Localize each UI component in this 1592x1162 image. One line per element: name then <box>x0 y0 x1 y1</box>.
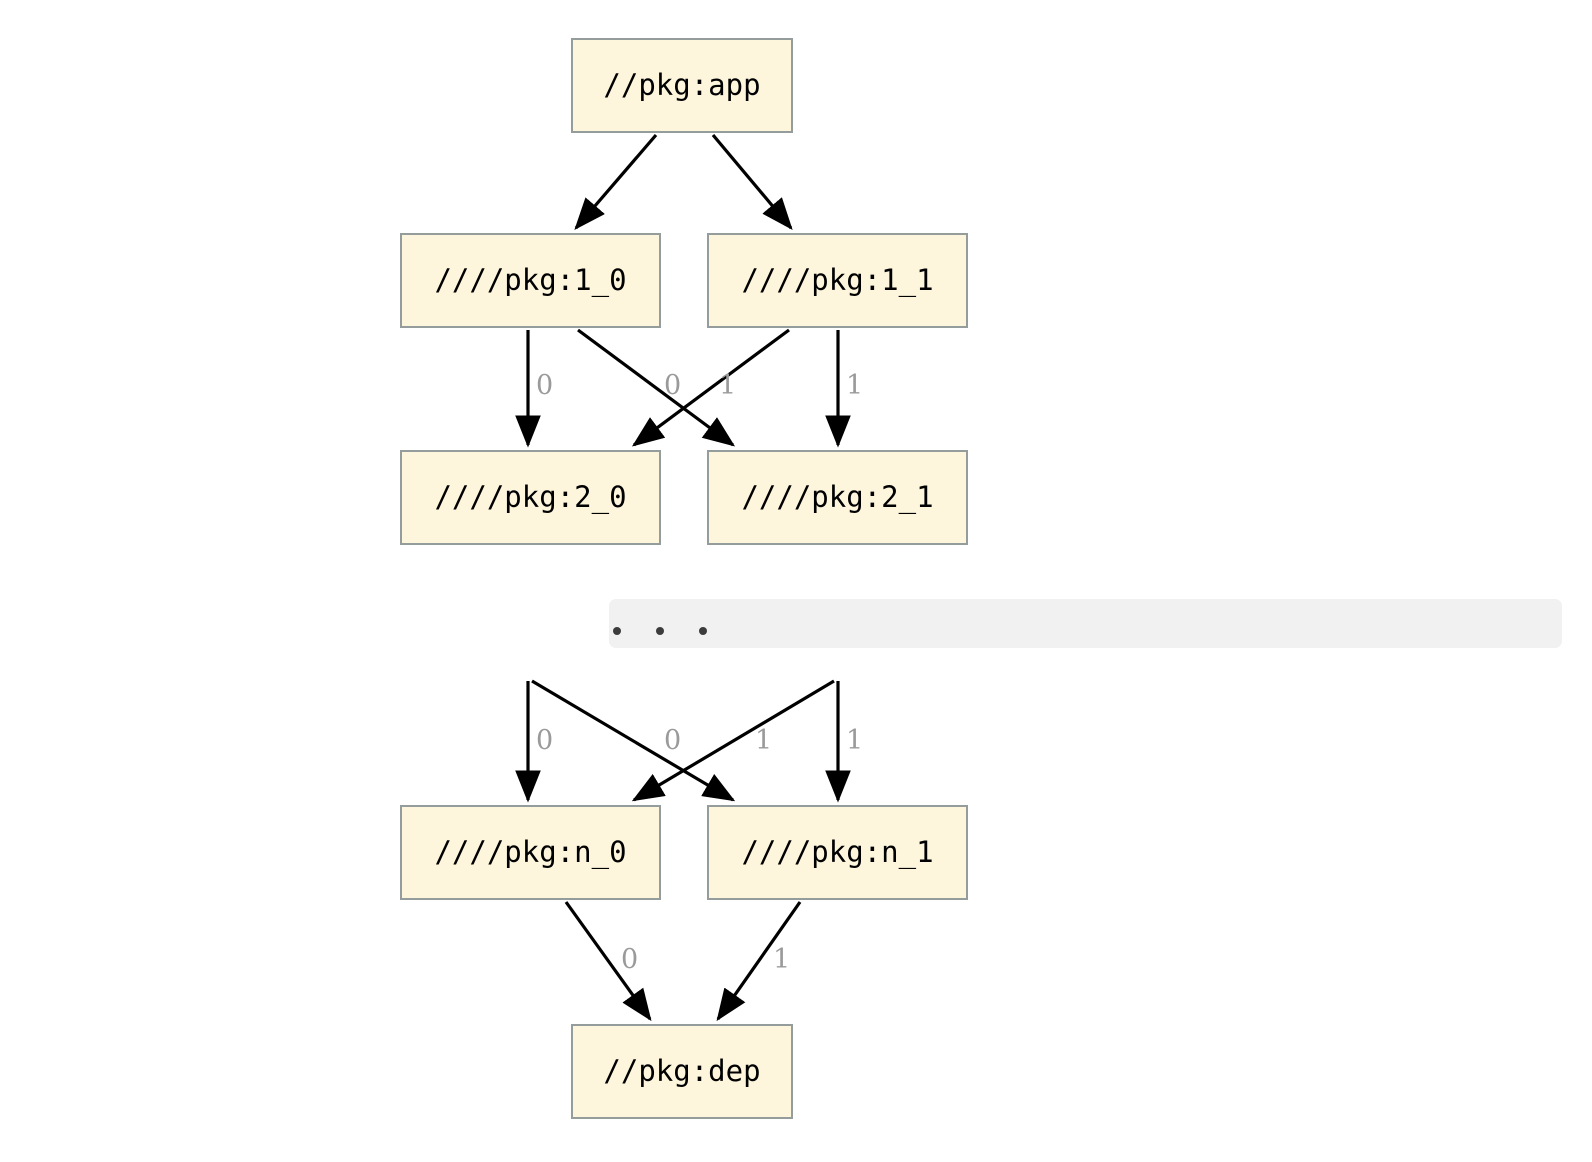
ellipsis-dot <box>613 627 621 635</box>
graph-node-label: ////pkg:1_1 <box>741 263 934 297</box>
e-ln_0-dep-label: 0 <box>621 944 639 975</box>
e-l1_0-l2_1-label: 0 <box>664 370 682 401</box>
e-app-l1_0 <box>574 133 658 230</box>
graph-node-ln_1[interactable]: ////pkg:n_1 <box>707 805 968 900</box>
graph-node-ln_0[interactable]: ////pkg:n_0 <box>400 805 661 900</box>
graph-node-app[interactable]: //pkg:app <box>571 38 793 133</box>
ellipsis-dot <box>656 627 664 635</box>
e-hid2-ln_0-label: 1 <box>755 725 773 756</box>
e-app-l1_1 <box>711 133 793 230</box>
graph-node-l1_1[interactable]: ////pkg:1_1 <box>707 233 968 328</box>
e-l1_1-l2_0-label: 1 <box>719 370 737 401</box>
graph-node-label: //pkg:dep <box>603 1054 761 1088</box>
collapsed-section-dots <box>613 627 742 635</box>
collapsed-section-band <box>609 599 1562 648</box>
graph-node-l2_1[interactable]: ////pkg:2_1 <box>707 450 968 545</box>
e-l1_1-l2_1-label: 1 <box>846 370 864 401</box>
e-hid-ln_0-label: 0 <box>536 725 554 756</box>
e-l1_1-l2_0 <box>631 328 790 447</box>
ellipsis-dot <box>699 627 707 635</box>
e-hid-ln_1-label: 0 <box>664 725 682 756</box>
graph-node-l1_0[interactable]: ////pkg:1_0 <box>400 233 661 328</box>
graph-node-label: ////pkg:2_0 <box>434 480 627 514</box>
graph-node-dep[interactable]: //pkg:dep <box>571 1024 793 1119</box>
e-ln_1-dep-label: 1 <box>773 944 791 975</box>
graph-node-label: ////pkg:n_0 <box>434 835 627 869</box>
graph-node-label: //pkg:app <box>603 68 761 102</box>
graph-node-label: ////pkg:n_1 <box>741 835 934 869</box>
graph-node-label: ////pkg:1_0 <box>434 263 627 297</box>
e-hid2-ln_1-label: 1 <box>846 725 864 756</box>
e-l1_0-l2_1 <box>577 328 736 447</box>
graph-node-label: ////pkg:2_1 <box>741 480 934 514</box>
graph-node-l2_0[interactable]: ////pkg:2_0 <box>400 450 661 545</box>
e-l1_0-l2_0-label: 0 <box>536 370 554 401</box>
e-hid-ln_1 <box>531 679 736 802</box>
